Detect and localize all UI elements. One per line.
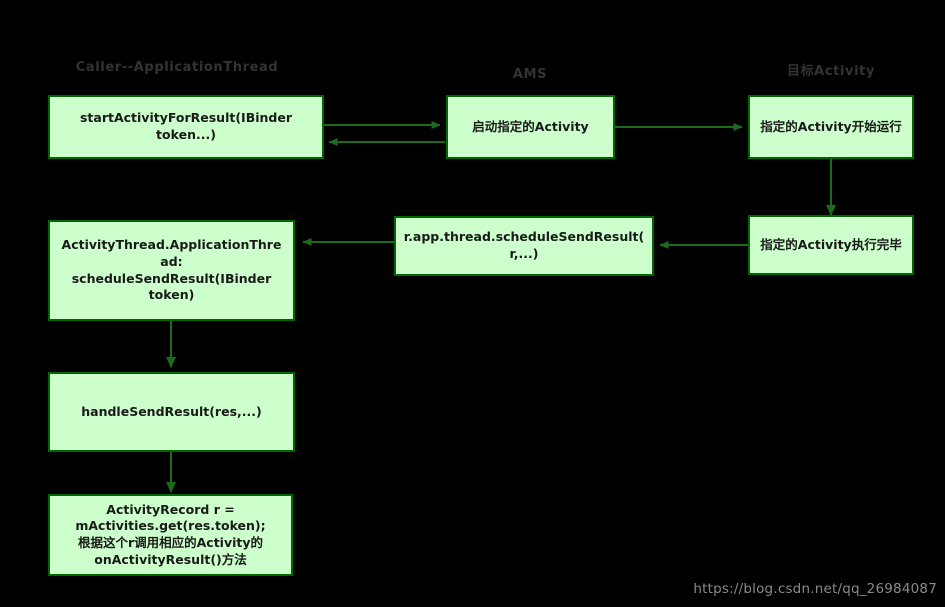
column-header-ams: AMS bbox=[512, 67, 548, 82]
column-header-caller: Caller--ApplicationThread bbox=[75, 60, 279, 75]
watermark-url: https://blog.csdn.net/qq_26984087 bbox=[693, 581, 937, 597]
node-launch-specified-activity[interactable]: 启动指定的Activity bbox=[446, 95, 615, 159]
node-r-app-thread-schedule-send-result[interactable]: r.app.thread.scheduleSendResult( r,...) bbox=[394, 216, 654, 276]
node-application-thread-schedule-send-result[interactable]: ActivityThread.ApplicationThre ad: sched… bbox=[48, 220, 295, 321]
node-handle-send-result[interactable]: handleSendResult(res,...) bbox=[48, 372, 295, 452]
node-specified-activity-running[interactable]: 指定的Activity开始运行 bbox=[748, 95, 914, 159]
node-specified-activity-finished[interactable]: 指定的Activity执行完毕 bbox=[748, 215, 914, 275]
node-activity-record-lookup[interactable]: ActivityRecord r = mActivities.get(res.t… bbox=[48, 494, 293, 576]
column-header-target-activity: 目标Activity bbox=[786, 64, 876, 79]
node-start-activity-for-result[interactable]: startActivityForResult(IBinder token...) bbox=[48, 95, 324, 159]
